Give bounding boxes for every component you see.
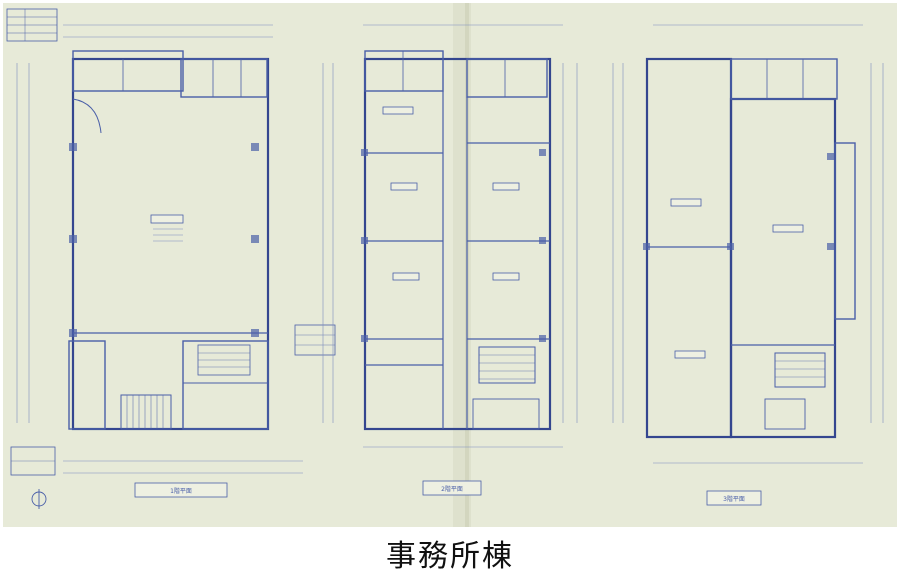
- stair-2f: [478, 346, 536, 384]
- info-table: [6, 8, 58, 42]
- stair-3f: [774, 352, 826, 388]
- plan-2f: 2階平面: [322, 24, 578, 496]
- north-arrow-icon: [31, 489, 47, 509]
- plan-3f-title: 3階平面: [723, 495, 745, 503]
- plan-1f: 1階平面: [6, 8, 336, 509]
- caption-title: 事務所棟: [386, 539, 514, 574]
- plan-3f: 3階平面: [612, 24, 884, 506]
- plan-1f-title: 1階平面: [170, 487, 192, 495]
- floor-plan-blueprint: 1階平面: [3, 3, 897, 527]
- plan-2f-title: 2階平面: [441, 485, 463, 493]
- stair-1f: [120, 394, 172, 430]
